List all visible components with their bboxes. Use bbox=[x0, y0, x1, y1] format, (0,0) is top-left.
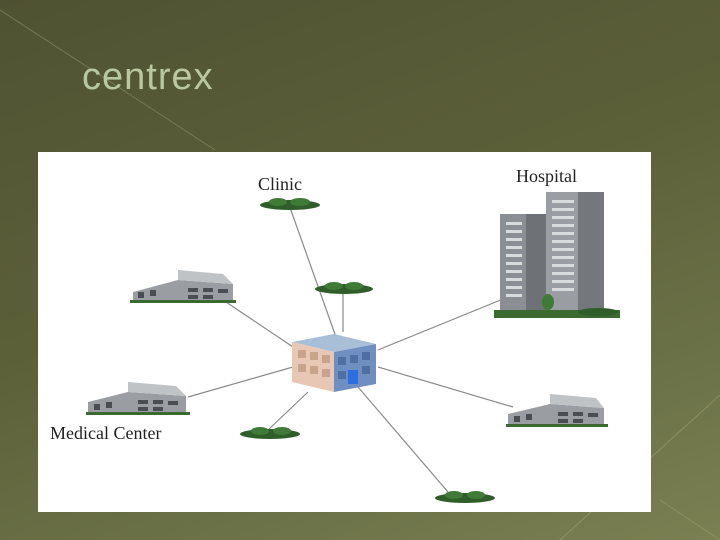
hospital-label: Hospital bbox=[516, 166, 577, 186]
clinic-bush-icon bbox=[260, 198, 320, 210]
slide-title: centrex bbox=[82, 56, 214, 98]
clinic-building-icon bbox=[130, 270, 236, 303]
bush-icon bbox=[315, 282, 373, 294]
bush-icon bbox=[435, 491, 495, 503]
clinic-label: Clinic bbox=[258, 174, 302, 194]
medical-center-label: Medical Center bbox=[50, 423, 161, 443]
bush-icon bbox=[240, 427, 300, 439]
building-icon bbox=[506, 394, 608, 427]
medical-center-building-icon bbox=[86, 382, 190, 415]
network-diagram: Clinic Hospital bbox=[38, 152, 651, 512]
central-building-icon bbox=[292, 334, 376, 392]
hospital-building-icon bbox=[494, 192, 620, 318]
connection-lines bbox=[187, 201, 514, 493]
diagram-canvas: Clinic Hospital bbox=[50, 166, 620, 503]
